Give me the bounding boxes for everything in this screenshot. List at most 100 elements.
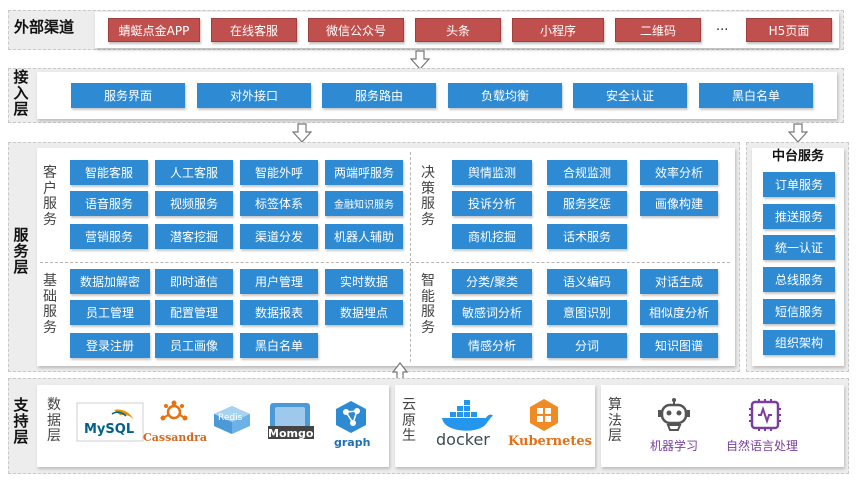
cassandra-label: Cassandra (143, 431, 208, 444)
channel-app[interactable]: 蜻蜓点金APP (108, 18, 200, 42)
svc-channel-dispatch[interactable]: 渠道分发 (240, 224, 318, 249)
basic-service-title: 基础服务 (42, 273, 58, 337)
svc-dual-call[interactable]: 两端呼服务 (325, 160, 403, 185)
channel-wechat[interactable]: 微信公众号 (308, 18, 404, 42)
arrow-down-icon (788, 123, 808, 143)
svc-human-cs[interactable]: 人工客服 (155, 160, 233, 185)
svc-login[interactable]: 登录注册 (70, 333, 150, 358)
channel-online-service[interactable]: 在线客服 (211, 18, 297, 42)
cloud-native-panel (395, 385, 595, 467)
basic-service-title-text: 基础服务 (43, 273, 57, 337)
kubernetes-label: Kubernetes (508, 434, 592, 449)
algorithm-panel (601, 385, 844, 467)
svc-similarity[interactable]: 相似度分析 (640, 300, 718, 325)
svc-smart-callout[interactable]: 智能外呼 (240, 160, 318, 185)
service-layer-title: 服务层 (13, 226, 31, 276)
middle-org[interactable]: 组织架构 (763, 330, 835, 355)
support-layer-title-text: 支持层 (13, 396, 29, 446)
kubernetes-icon (530, 399, 558, 431)
middle-platform-title: 中台服务 (771, 149, 824, 164)
svc-tokenize[interactable]: 分词 (547, 333, 627, 358)
svc-tag-system[interactable]: 标签体系 (240, 191, 318, 216)
middle-unified-auth[interactable]: 统一认证 (763, 235, 835, 260)
access-blacklist[interactable]: 黑白名单 (699, 83, 813, 108)
svc-blacklist[interactable]: 黑白名单 (240, 333, 318, 358)
nlp-label: 自然语言处理 (726, 439, 799, 453)
svc-script[interactable]: 话术服务 (547, 224, 627, 249)
support-layer-title: 支持层 (13, 396, 31, 446)
svc-employee-mgmt[interactable]: 员工管理 (70, 300, 150, 325)
svc-marketing[interactable]: 营销服务 (70, 224, 148, 249)
svc-efficiency[interactable]: 效率分析 (640, 160, 718, 185)
svc-video[interactable]: 视频服务 (155, 191, 233, 216)
decision-service-title: 决策服务 (420, 165, 436, 229)
access-external-api[interactable]: 对外接口 (197, 83, 311, 108)
access-security-auth[interactable]: 安全认证 (573, 83, 687, 108)
access-layer-title: 接入层 (13, 68, 31, 118)
svc-knowledge-graph[interactable]: 知识图谱 (640, 333, 718, 358)
service-layer-title-text: 服务层 (13, 226, 29, 276)
svc-data-report[interactable]: 数据报表 (240, 300, 318, 325)
svc-realtime-data[interactable]: 实时数据 (325, 269, 403, 294)
cloud-native-title: 云原生 (401, 397, 417, 445)
arrow-down-icon (410, 50, 430, 70)
middle-order[interactable]: 订单服务 (763, 172, 835, 197)
graph-label: graph (334, 436, 371, 449)
intelligent-service-title-text: 智能服务 (421, 273, 435, 337)
svc-semantic-encoding[interactable]: 语义编码 (547, 269, 627, 294)
svc-dialog-gen[interactable]: 对话生成 (640, 269, 718, 294)
redis-icon (214, 406, 250, 434)
svc-data-tracking[interactable]: 数据埋点 (325, 300, 403, 325)
middle-sms[interactable]: 短信服务 (763, 299, 835, 324)
ml-label: 机器学习 (650, 439, 699, 453)
svc-compliance[interactable]: 合规监测 (547, 160, 627, 185)
intelligent-service-title: 智能服务 (420, 273, 436, 337)
channel-h5[interactable]: H5页面 (746, 18, 832, 42)
data-layer-title: 数据层 (46, 397, 62, 445)
access-service-ui[interactable]: 服务界面 (71, 83, 185, 108)
graph-icon (336, 401, 366, 433)
svc-complaint[interactable]: 投诉分析 (452, 191, 532, 216)
channel-ellipsis: ... (716, 19, 729, 34)
svc-voice[interactable]: 语音服务 (70, 191, 148, 216)
nlp-icon (749, 399, 781, 431)
svc-encryption[interactable]: 数据加解密 (70, 269, 150, 294)
svc-opportunity[interactable]: 商机挖掘 (452, 224, 532, 249)
channel-mini-program[interactable]: 小程序 (512, 18, 604, 42)
service-divider-horizontal (40, 262, 730, 263)
access-service-routing[interactable]: 服务路由 (322, 83, 436, 108)
customer-service-title-text: 客户服务 (43, 165, 57, 229)
svc-reward[interactable]: 服务奖惩 (547, 191, 627, 216)
middle-push[interactable]: 推送服务 (763, 204, 835, 229)
docker-icon (442, 400, 493, 431)
cloud-native-title-text: 云原生 (402, 397, 416, 445)
external-channels-title: 外部渠道 (14, 18, 75, 36)
decision-service-title-text: 决策服务 (421, 165, 435, 229)
svc-intent[interactable]: 意图识别 (547, 300, 627, 325)
channel-toutiao[interactable]: 头条 (415, 18, 501, 42)
svc-robot-assist[interactable]: 机器人辅助 (325, 224, 403, 249)
mysql-icon (76, 402, 144, 442)
svc-finance-knowledge[interactable]: 金融知识服务 (325, 191, 403, 216)
svc-sensitive-words[interactable]: 敏感词分析 (452, 300, 532, 325)
svc-employee-profile[interactable]: 员工画像 (155, 333, 233, 358)
channel-qrcode[interactable]: 二维码 (615, 18, 701, 42)
svc-im[interactable]: 即时通信 (155, 269, 233, 294)
access-load-balancing[interactable]: 负载均衡 (448, 83, 562, 108)
service-divider-vertical (410, 152, 411, 362)
data-layer-title-text: 数据层 (47, 397, 61, 445)
middle-bus[interactable]: 总线服务 (763, 267, 835, 292)
svc-sentiment[interactable]: 情感分析 (452, 333, 532, 358)
svc-prospect-mining[interactable]: 潜客挖掘 (155, 224, 233, 249)
svc-public-opinion[interactable]: 舆情监测 (452, 160, 532, 185)
access-layer-title-text: 接入层 (13, 68, 29, 118)
customer-service-title: 客户服务 (42, 165, 58, 229)
svc-profile[interactable]: 画像构建 (640, 191, 718, 216)
svc-user-mgmt[interactable]: 用户管理 (240, 269, 318, 294)
svc-clustering[interactable]: 分类/聚类 (452, 269, 532, 294)
svc-config-mgmt[interactable]: 配置管理 (155, 300, 233, 325)
svc-smart-cs[interactable]: 智能客服 (70, 160, 148, 185)
docker-label: docker (436, 430, 490, 449)
redis-label: Redis (218, 413, 243, 423)
cassandra-icon (160, 400, 188, 421)
